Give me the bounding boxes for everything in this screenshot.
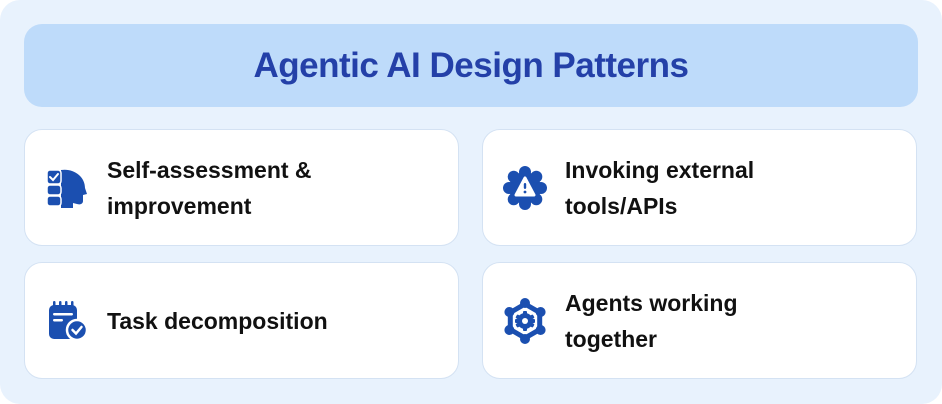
card-label: Agents working together — [565, 289, 738, 352]
card-self-assessment: Self-assessment & improvement — [24, 129, 459, 246]
card-label: Task decomposition — [107, 307, 328, 334]
card-external-tools: Invoking external tools/APIs — [482, 129, 917, 246]
title-banner: Agentic AI Design Patterns — [24, 24, 918, 107]
page-title: Agentic AI Design Patterns — [253, 45, 689, 85]
head-checklist-icon — [43, 164, 91, 212]
card-agents-together: Agents working together — [482, 262, 917, 379]
card-label: Self-assessment & improvement — [107, 156, 312, 219]
card-label: Invoking external tools/APIs — [565, 156, 755, 219]
network-gear-icon — [501, 297, 549, 345]
notepad-check-icon — [43, 297, 91, 345]
gear-warning-icon — [501, 164, 549, 212]
card-task-decomposition: Task decomposition — [24, 262, 459, 379]
